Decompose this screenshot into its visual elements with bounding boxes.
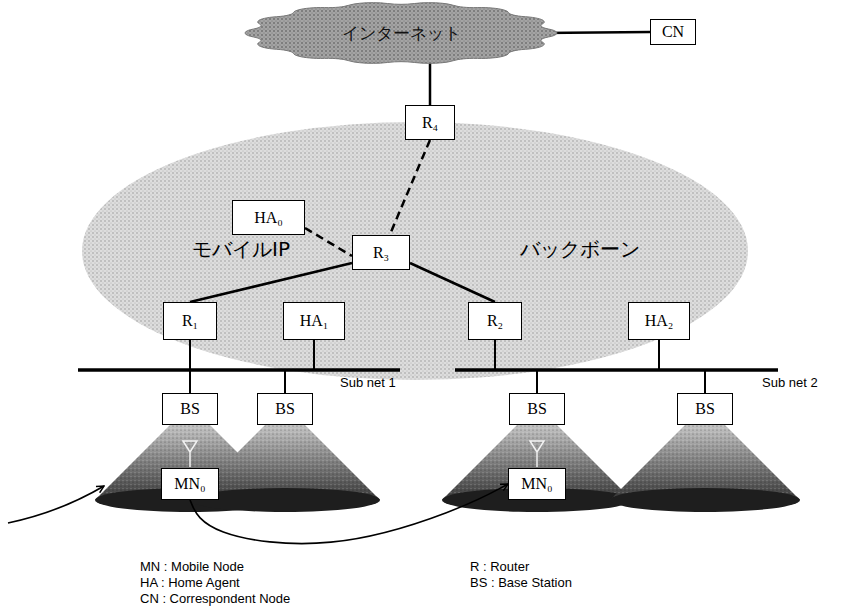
subnet-bus [78,368,400,372]
abbreviation-note: BS : Base Station [470,576,572,590]
base-station-box: BS [162,393,218,425]
node-label: R₁ [182,312,198,330]
movement-arrow [190,484,508,544]
node-label: CN [662,23,684,41]
base-station-box: BS [509,393,565,425]
internet-cloud: インターネット [245,2,557,64]
subnet-label: Sub net 2 [762,376,818,390]
region-shape [82,122,748,380]
network-link [541,32,650,33]
home-agent-box: HA₁ [283,302,345,340]
home-agent-box: HA₂ [628,302,690,340]
drop-line [189,340,191,370]
base-station-box: BS [257,393,313,425]
node-box: CN [650,19,696,45]
node-label: R₄ [422,114,438,132]
node-label: MN₀ [521,475,552,493]
backbone-region: モバイルIP バックボーン HA₀ R₃ R₁ HA₁ R₂ HA₂ [80,120,750,382]
node-label: BS [180,400,200,418]
abbreviation-note: MN : Mobile Node [140,560,244,574]
arrival-arrow [8,486,104,523]
node-label: BS [527,400,547,418]
drop-line [704,370,706,393]
radio-cone-texture [442,425,632,500]
node-label: BS [275,400,295,418]
node-label: HA₁ [300,312,329,330]
node-label: HA₀ [254,209,283,227]
cloud-shape [245,3,557,64]
node-label: R₃ [373,244,389,262]
drop-line [536,370,538,393]
drop-line [313,340,315,370]
router-box: R₂ [468,302,522,340]
base-station-box: BS [677,393,733,425]
mobile-node-box: MN₀ [161,468,219,500]
subnet-label: Sub net 1 [340,376,396,390]
subnet-bus [455,368,778,372]
drop-line [284,370,286,393]
radio-cone [442,425,632,500]
node-label: インターネット [342,24,461,43]
drop-line [494,340,496,370]
coverage-cones [95,425,800,512]
router-box: R₁ [163,302,217,340]
antenna-symbol [183,441,197,467]
node-label: MN₀ [174,475,205,493]
radio-cell [610,488,800,512]
home-agent-box: HA₀ [232,200,305,235]
antennas [183,441,544,467]
network-link [429,60,432,105]
abbreviation-note: HA : Home Agent [140,576,240,590]
abbreviation-note: CN : Correspondent Node [140,592,290,606]
drop-line [658,340,660,370]
mobile-node-box: MN₀ [508,468,566,500]
region-label: モバイルIP [192,238,290,260]
node-label: HA₂ [645,312,674,330]
abbreviation-note: R : Router [470,560,529,574]
antenna-symbol [530,441,544,467]
region-label: バックボーン [520,238,640,260]
drop-line [189,370,191,393]
node-label: BS [695,400,715,418]
node-label: R₂ [487,312,503,330]
router-box: R₄ [405,105,455,140]
region-outline [80,120,750,382]
router-box: R₃ [352,235,410,270]
